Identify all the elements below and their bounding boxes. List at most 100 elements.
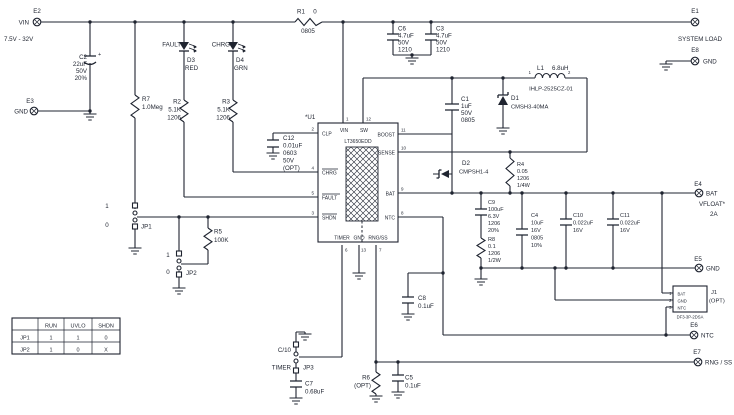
c4-volt: 16V [531,228,541,234]
jp3-name: JP3 [303,365,314,372]
fault-net-label: FAULT [162,42,181,49]
jp1-pos-1: 1 [105,203,109,210]
c2-value: 22uF [73,61,87,68]
jp1-pos-0: 0 [105,222,109,229]
d3-color: RED [185,65,199,72]
c10-ref: C10 [573,213,583,219]
l1-pin1: 1 [529,70,532,75]
c1-volt: 50V [461,110,473,117]
input-voltage-range: 7.5V - 32V [4,36,34,43]
table-jp2-shdn: X [104,348,108,354]
c12-opt: (OPT) [283,165,300,172]
c1-value: 1uF [461,103,472,110]
table-jp1-run: 1 [49,336,52,342]
c12-ref: C12 [283,135,295,142]
terminal-e8-label: GND [703,59,717,66]
terminal-e3 [29,106,39,116]
c2-polarity: + [98,52,101,58]
resistor-r1 [294,17,323,27]
pin-num-11: 11 [401,128,406,133]
c11-volt: 16V [620,228,630,234]
terminal-e2-label: VIN [19,20,29,27]
j1-name: J1 [711,290,717,296]
ic-pin-gnd: GND [353,236,365,242]
resistor-r4 [505,157,515,187]
table-jp1-shdn: 0 [104,336,107,342]
pin-num-13: 13 [361,248,367,253]
c8-value: 0.1uF [418,303,434,310]
resistor-r2 [179,99,189,123]
led-d3-symbol [179,42,189,50]
pin-num-2: 2 [311,127,314,132]
terminal-e6 [689,330,699,340]
j1-pin-num-3: 3 [669,305,672,310]
ic-pin-sw: SW [360,128,368,134]
ic-u1-exposed-pad [345,146,379,222]
terminal-e1-label: SYSTEM LOAD [678,36,723,43]
ic-ref: *U1 [305,114,316,121]
pin-num-8: 8 [401,211,404,216]
terminal-e1-name: E1 [691,8,699,15]
ic-u1 [317,122,399,243]
c4-tol: 10% [531,243,542,249]
table-jp2-run: 1 [49,348,52,354]
resistor-r6 [371,371,381,395]
table-jp2-uvlo: 0 [76,348,79,354]
capacitor-plates [83,33,619,388]
terminal-e4-name: E4 [694,181,702,188]
ic-part-number: LT3650EDD [344,139,372,145]
c9-volt: 6.3V [488,214,500,220]
jp2-pin [176,265,182,271]
l1-part: IHLP-2525CZ-01 [529,87,573,93]
chrg-net-label: CHRG [212,42,230,49]
r1-ref: R1 [297,9,305,16]
c7-ref: C7 [305,381,313,388]
jp3-pos-timer: TIMER [272,365,292,372]
pin-num-12: 12 [366,117,372,122]
pin-num-3: 3 [311,211,314,216]
terminal-e4-vfloat: VFLOAT* [699,201,726,208]
ground-symbols [83,57,673,405]
d1-ref: D1 [511,95,519,102]
d4-ref: D4 [236,57,244,64]
ic-pin-fault: FAULT [322,196,337,202]
pin-num-1: 1 [346,117,349,122]
jp2-pin [176,258,182,264]
terminal-e3-label: GND [14,109,28,116]
c4-size: 0805 [531,236,543,242]
ic-pin-clp: CLP [322,132,332,138]
r7-ref: R7 [142,96,150,103]
led-d3-arrow [193,45,197,49]
r4-size: 1206 [517,176,529,182]
pin-num-4: 4 [311,166,314,171]
j1-pin-num-2: 2 [669,298,672,303]
resistor-r7 [130,94,140,119]
r8-size: 1206 [488,251,500,257]
table-row-jp1: JP1 [20,336,29,342]
d1-part: CMSH3-40MA [511,105,548,111]
terminal-e6-label: NTC [701,333,714,340]
inductor-l1-symbol [534,72,566,79]
jp3-pos-c10: C/10 [278,347,292,354]
r4-value: 0.05 [517,169,528,175]
terminal-e7-label: RNG / SS [705,360,732,367]
terminal-e7 [693,357,703,367]
r4-power: 1/4W [517,183,531,189]
r3-size: 1206 [216,115,230,122]
l1-value: 6.8uH [552,65,569,72]
c9-value: 100uF [488,207,504,213]
diode-d2-symbol [441,170,449,178]
j1-pin-num-1: 1 [669,291,672,296]
table-header-shdn: SHDN [98,324,114,330]
jp2-pad-1 [175,250,183,257]
terminals [29,17,704,367]
ic-pin-shdn: SHDN [322,216,337,222]
c9-tol: 20% [488,228,499,234]
c3-size: 1210 [436,47,450,54]
jp3-pin [293,351,299,357]
r2-ref: R2 [173,99,181,106]
c9-ref: C9 [488,200,495,206]
ic-pin-bat: BAT [386,192,395,198]
terminal-e8-name: E8 [691,47,699,54]
